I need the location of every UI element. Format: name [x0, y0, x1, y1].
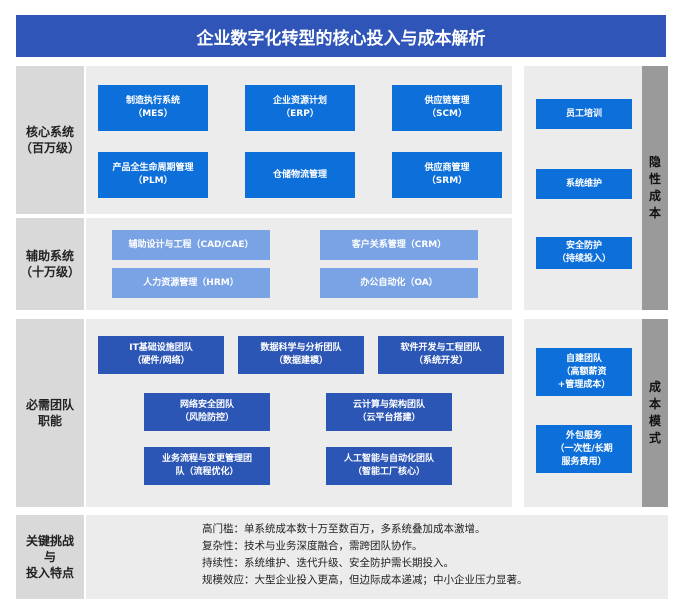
security-protection-box: 安全防护 （持续投入）	[536, 237, 632, 269]
self-built-team-box: 自建团队 （高额薪资 +管理成本）	[536, 348, 632, 396]
warehouse-logistics-box: 仓储物流管理	[245, 152, 355, 198]
aux-systems-label: 辅助系统 （十万级）	[16, 218, 84, 310]
business-process-team-box: 业务流程与变更管理团 队（流程优化）	[144, 447, 270, 485]
challenges-label: 关键挑战 与 投入特点	[16, 515, 84, 599]
outsourcing-service-box: 外包服务 （一次性/长期 服务费用）	[536, 425, 632, 473]
ai-automation-team-box: 人工智能与自动化团队 （智能工厂核心）	[326, 447, 452, 485]
hidden-cost-label: 隐 性 成 本	[642, 66, 668, 310]
erp-box: 企业资源计划 （ERP）	[245, 85, 355, 131]
data-science-team-box: 数据科学与分析团队 （数据建模）	[238, 336, 364, 374]
it-infra-team-box: IT基础设施团队 （硬件/网络）	[98, 336, 224, 374]
mes-box: 制造执行系统 （MES）	[98, 85, 208, 131]
cybersecurity-team-box: 网络安全团队 （风险防控）	[144, 393, 270, 431]
challenges-panel: 高门槛：单系统成本数十万至数百万，多系统叠加成本激增。 复杂性：技术与业务深度融…	[86, 515, 668, 599]
oa-box: 办公自动化（OA）	[320, 268, 478, 298]
cad-cae-box: 辅助设计与工程（CAD/CAE）	[112, 230, 270, 260]
challenge-line: 规模效应：大型企业投入更高，但边际成本递减；中小企业压力显著。	[202, 574, 528, 586]
cloud-architecture-team-box: 云计算与架构团队 （云平台搭建）	[326, 393, 452, 431]
software-dev-team-box: 软件开发与工程团队 （系统开发）	[378, 336, 504, 374]
employee-training-box: 员工培训	[536, 99, 632, 129]
page-title: 企业数字化转型的核心投入与成本解析	[16, 15, 666, 57]
plm-box: 产品全生命周期管理 （PLM）	[98, 152, 208, 198]
challenge-line: 持续性：系统维护、迭代升级、安全防护需长期投入。	[202, 557, 454, 569]
hrm-box: 人力资源管理（HRM）	[112, 268, 270, 298]
aux-systems-panel: 辅助设计与工程（CAD/CAE） 客户关系管理（CRM） 人力资源管理（HRM）…	[86, 218, 512, 310]
teams-panel: IT基础设施团队 （硬件/网络） 数据科学与分析团队 （数据建模） 软件开发与工…	[86, 319, 512, 507]
teams-label: 必需团队 职能	[16, 319, 84, 507]
hidden-cost-panel: 员工培训 系统维护 安全防护 （持续投入）	[524, 66, 642, 310]
challenge-line: 高门槛：单系统成本数十万至数百万，多系统叠加成本激增。	[202, 523, 486, 535]
cost-model-panel: 自建团队 （高额薪资 +管理成本） 外包服务 （一次性/长期 服务费用）	[524, 319, 642, 507]
system-maintenance-box: 系统维护	[536, 169, 632, 199]
core-systems-panel: 制造执行系统 （MES） 企业资源计划 （ERP） 供应链管理 （SCM） 产品…	[86, 66, 512, 214]
challenge-line: 复杂性：技术与业务深度融合，需跨团队协作。	[202, 540, 423, 552]
srm-box: 供应商管理 （SRM）	[392, 152, 502, 198]
scm-box: 供应链管理 （SCM）	[392, 85, 502, 131]
cost-model-label: 成 本 模 式	[642, 319, 668, 507]
crm-box: 客户关系管理（CRM）	[320, 230, 478, 260]
core-systems-label: 核心系统 （百万级）	[16, 66, 84, 214]
